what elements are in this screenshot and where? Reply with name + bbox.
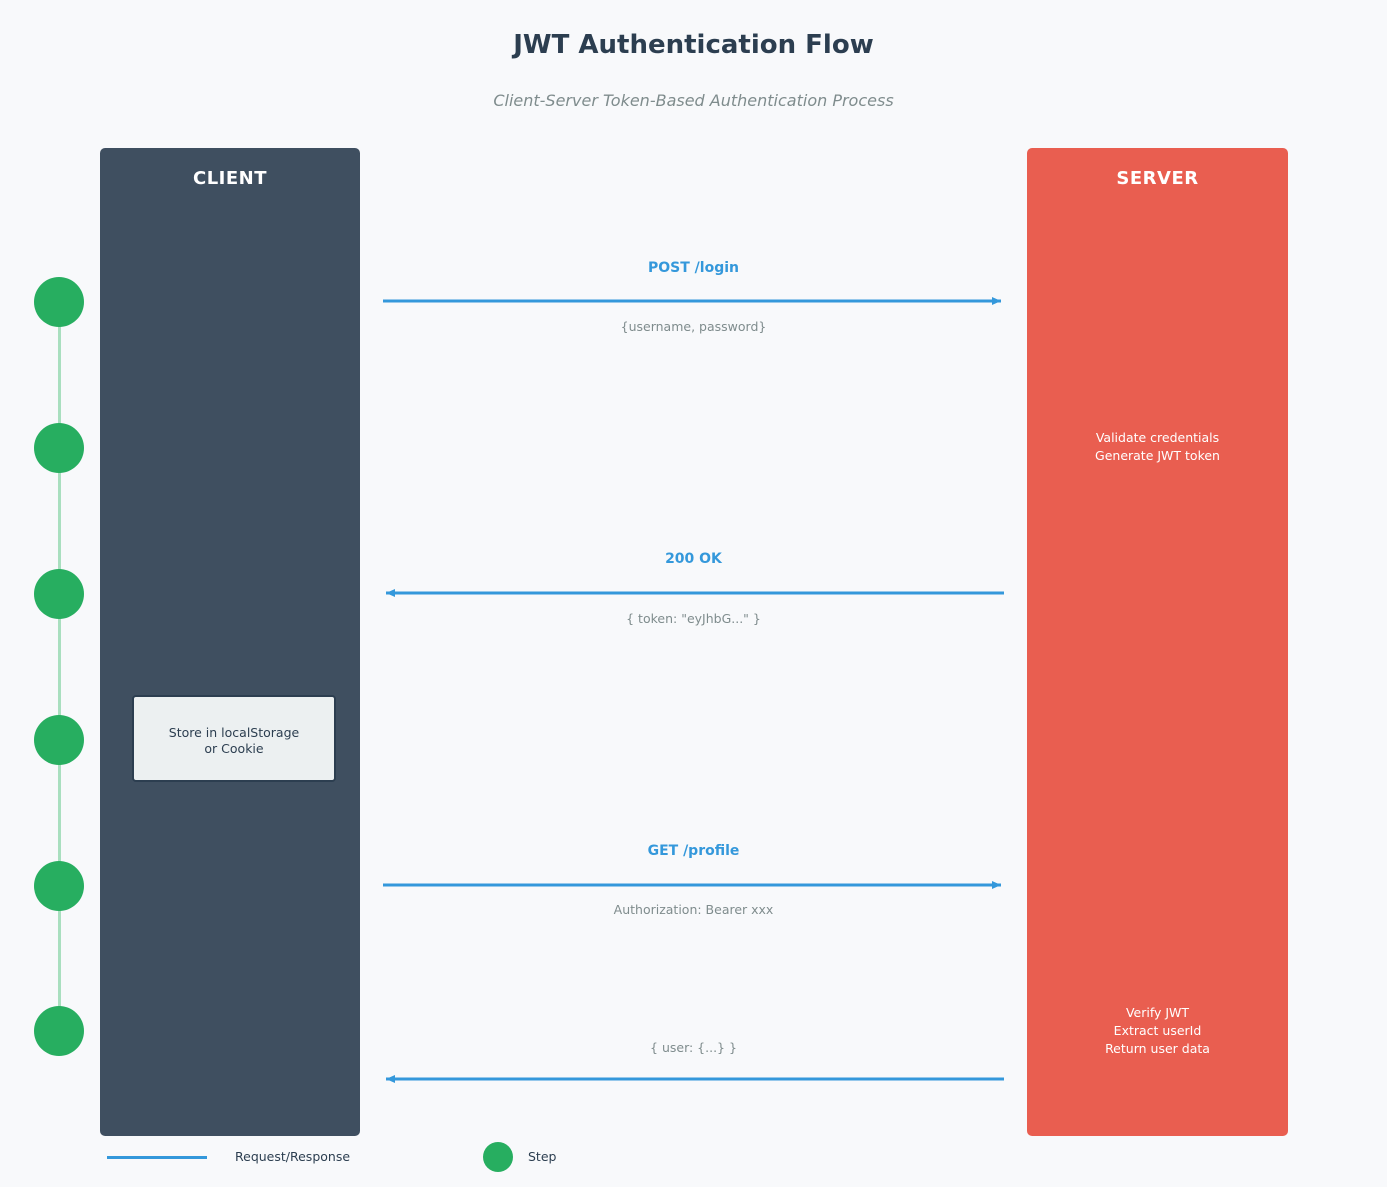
legend-step-swatch	[483, 1142, 513, 1172]
server-validate-line-1: Validate credentials	[1095, 430, 1220, 445]
step-marker-5	[34, 861, 84, 911]
message-4-payload: { user: {...} }	[650, 1040, 737, 1055]
server-validate-line-2: Generate JWT token	[1095, 448, 1220, 463]
message-2-payload: { token: "eyJhbG..." }	[626, 611, 761, 626]
legend-request-response-label: Request/Response	[235, 1149, 351, 1164]
message-1-payload: {username, password}	[620, 319, 767, 334]
client-store-line-1: Store in localStorage	[168, 725, 300, 740]
legend-request-response-swatch	[107, 1156, 207, 1159]
client-lane: CLIENT	[100, 148, 360, 1136]
server-verify-line-1: Verify JWT	[1125, 1005, 1190, 1020]
server-validate-note: Validate credentials Generate JWT token	[1027, 429, 1288, 465]
message-3-label: GET /profile	[647, 843, 740, 859]
step-marker-4	[34, 715, 84, 765]
step-timeline	[58, 301, 61, 1031]
diagram-subtitle: Client-Server Token-Based Authentication…	[493, 91, 894, 110]
step-marker-2	[34, 423, 84, 473]
client-store-line-2: or Cookie	[204, 741, 264, 756]
server-verify-note: Verify JWT Extract userId Return user da…	[1027, 1004, 1288, 1058]
client-store-note: Store in localStorage or Cookie	[132, 695, 336, 782]
legend-step-label: Step	[528, 1149, 557, 1164]
step-marker-6	[34, 1006, 84, 1056]
server-label: SERVER	[1116, 168, 1199, 189]
step-marker-1	[34, 277, 84, 327]
message-2-label: 200 OK	[665, 551, 722, 567]
server-lane: SERVER	[1027, 148, 1288, 1136]
client-label: CLIENT	[192, 168, 267, 189]
diagram-title: JWT Authentication Flow	[513, 30, 874, 60]
step-marker-3	[34, 569, 84, 619]
server-verify-line-2: Extract userId	[1113, 1023, 1202, 1038]
server-verify-line-3: Return user data	[1105, 1041, 1210, 1056]
client-store-text: Store in localStorage or Cookie	[134, 725, 334, 757]
message-3-payload: Authorization: Bearer xxx	[613, 902, 774, 917]
message-1-label: POST /login	[648, 260, 739, 276]
